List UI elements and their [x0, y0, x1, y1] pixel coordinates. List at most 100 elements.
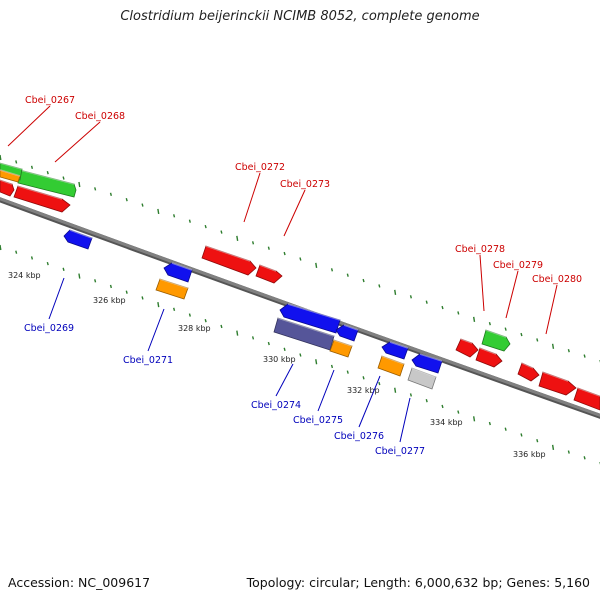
upper-track-tick — [78, 181, 81, 188]
gene-label-reverse: Cbei_0276 — [334, 431, 384, 442]
label-leader-reverse — [147, 308, 165, 352]
gene-cbei-0267-highlight — [0, 162, 23, 170]
gene-orange-left — [0, 169, 21, 183]
upper-track-tick — [346, 273, 349, 277]
lower-track-tick — [78, 273, 81, 279]
lower-track-tick — [220, 324, 223, 329]
lower-track-tick — [157, 301, 160, 308]
label-leader-reverse — [358, 375, 381, 428]
scale-tick-label: 330 kbp — [263, 355, 296, 364]
upper-track-tick — [488, 322, 491, 326]
lower-track-tick — [536, 438, 539, 443]
lower-track-tick — [251, 336, 255, 340]
gene-cbei-0273 — [255, 264, 283, 284]
lower-track-tick — [567, 450, 570, 454]
upper-track-tick — [583, 354, 586, 358]
upper-track-tick — [251, 241, 255, 245]
label-leader-forward — [7, 105, 51, 147]
gene-cbei-0279-highlight — [485, 329, 507, 338]
lower-track-tick — [94, 279, 97, 283]
gene-blue-5 — [381, 341, 409, 360]
upper-track-tick — [362, 278, 365, 283]
lower-track-tick — [488, 421, 491, 426]
gene-red-2-highlight — [17, 185, 63, 200]
lower-track-tick — [551, 444, 555, 450]
gene-blue-2-highlight — [171, 262, 193, 271]
scale-tick-label: 328 kbp — [178, 324, 211, 333]
gene-red-edge-highlight — [577, 387, 600, 397]
scale-tick-label: 336 kbp — [513, 450, 546, 459]
gene-label-reverse: Cbei_0277 — [375, 446, 425, 457]
lower-track-tick — [394, 387, 397, 393]
upper-track-tick — [188, 219, 191, 223]
label-leader-forward — [479, 254, 485, 312]
upper-track-tick — [394, 289, 397, 295]
upper-track-tick — [409, 295, 413, 299]
upper-track-tick — [425, 300, 428, 304]
gene-cbei-0279 — [481, 329, 511, 352]
lower-track-tick — [315, 359, 318, 365]
gene-blue-1 — [63, 229, 93, 250]
lower-track-tick — [283, 347, 286, 351]
lower-track-tick — [520, 433, 523, 437]
gene-cbei-0272 — [201, 245, 257, 276]
upper-track-tick — [141, 203, 144, 207]
label-leader-reverse — [48, 277, 65, 320]
gene-cbei-0274-highlight — [277, 317, 335, 337]
gene-label-forward: Cbei_0278 — [455, 244, 505, 255]
label-leader-forward — [545, 284, 558, 335]
label-leader-forward — [283, 189, 306, 237]
gene-label-forward: Cbei_0279 — [493, 260, 543, 271]
label-leader-forward — [54, 121, 101, 163]
lower-track-tick — [30, 256, 34, 260]
gene-cbei-0275-highlight — [333, 339, 353, 347]
upper-track-tick — [94, 187, 97, 191]
gene-label-forward: Cbei_0268 — [75, 111, 125, 122]
lower-track-tick — [173, 307, 176, 311]
gene-blue-2 — [163, 262, 193, 283]
gene-label-forward: Cbei_0273 — [280, 179, 330, 190]
label-leader-forward — [505, 270, 519, 319]
scale-tick-label: 332 kbp — [347, 386, 380, 395]
upper-track-tick — [457, 311, 460, 315]
upper-track-tick — [157, 208, 160, 215]
lower-track-tick — [0, 244, 2, 251]
lower-track-tick — [15, 250, 18, 254]
lower-track-tick — [141, 296, 144, 300]
gene-orange-left-highlight — [0, 169, 21, 177]
gene-blue-4-highlight — [343, 324, 359, 331]
gene-cbei-0277 — [407, 367, 437, 390]
lower-track-tick — [204, 319, 207, 323]
gene-red-left — [0, 179, 15, 197]
lower-track-tick — [330, 364, 334, 369]
gene-cbei-0280 — [517, 362, 540, 382]
gene-red-2 — [13, 185, 71, 213]
upper-track-tick — [472, 316, 476, 322]
lower-track-tick — [236, 330, 239, 336]
scale-tick-label: 324 kbp — [8, 271, 41, 280]
lower-track-tick — [504, 427, 507, 431]
upper-track-tick — [204, 224, 207, 229]
gene-label-forward: Cbei_0272 — [235, 162, 285, 173]
label-leader-reverse — [275, 363, 294, 397]
upper-track-tick — [378, 284, 381, 288]
upper-track-tick — [441, 305, 444, 310]
lower-track-tick — [362, 376, 365, 380]
gene-cbei-0279b-highlight — [479, 347, 497, 355]
gene-blue-6 — [411, 353, 443, 374]
lower-track-tick — [409, 393, 413, 397]
map-title: Clostridium beijerinckii NCIMB 8052, com… — [120, 9, 480, 24]
gene-cbei-0276 — [377, 355, 405, 377]
upper-track-tick — [109, 192, 113, 196]
gene-cbei-0271 — [155, 278, 189, 300]
upper-track-tick — [567, 349, 570, 353]
gene-red-far-highlight — [542, 371, 569, 382]
lower-track-tick — [425, 399, 428, 403]
lower-track-tick — [441, 404, 444, 409]
gene-cbei-0275 — [329, 339, 353, 358]
upper-track-tick — [330, 268, 334, 272]
gene-blue-3 — [279, 303, 341, 334]
gene-blue-3-highlight — [287, 303, 341, 321]
